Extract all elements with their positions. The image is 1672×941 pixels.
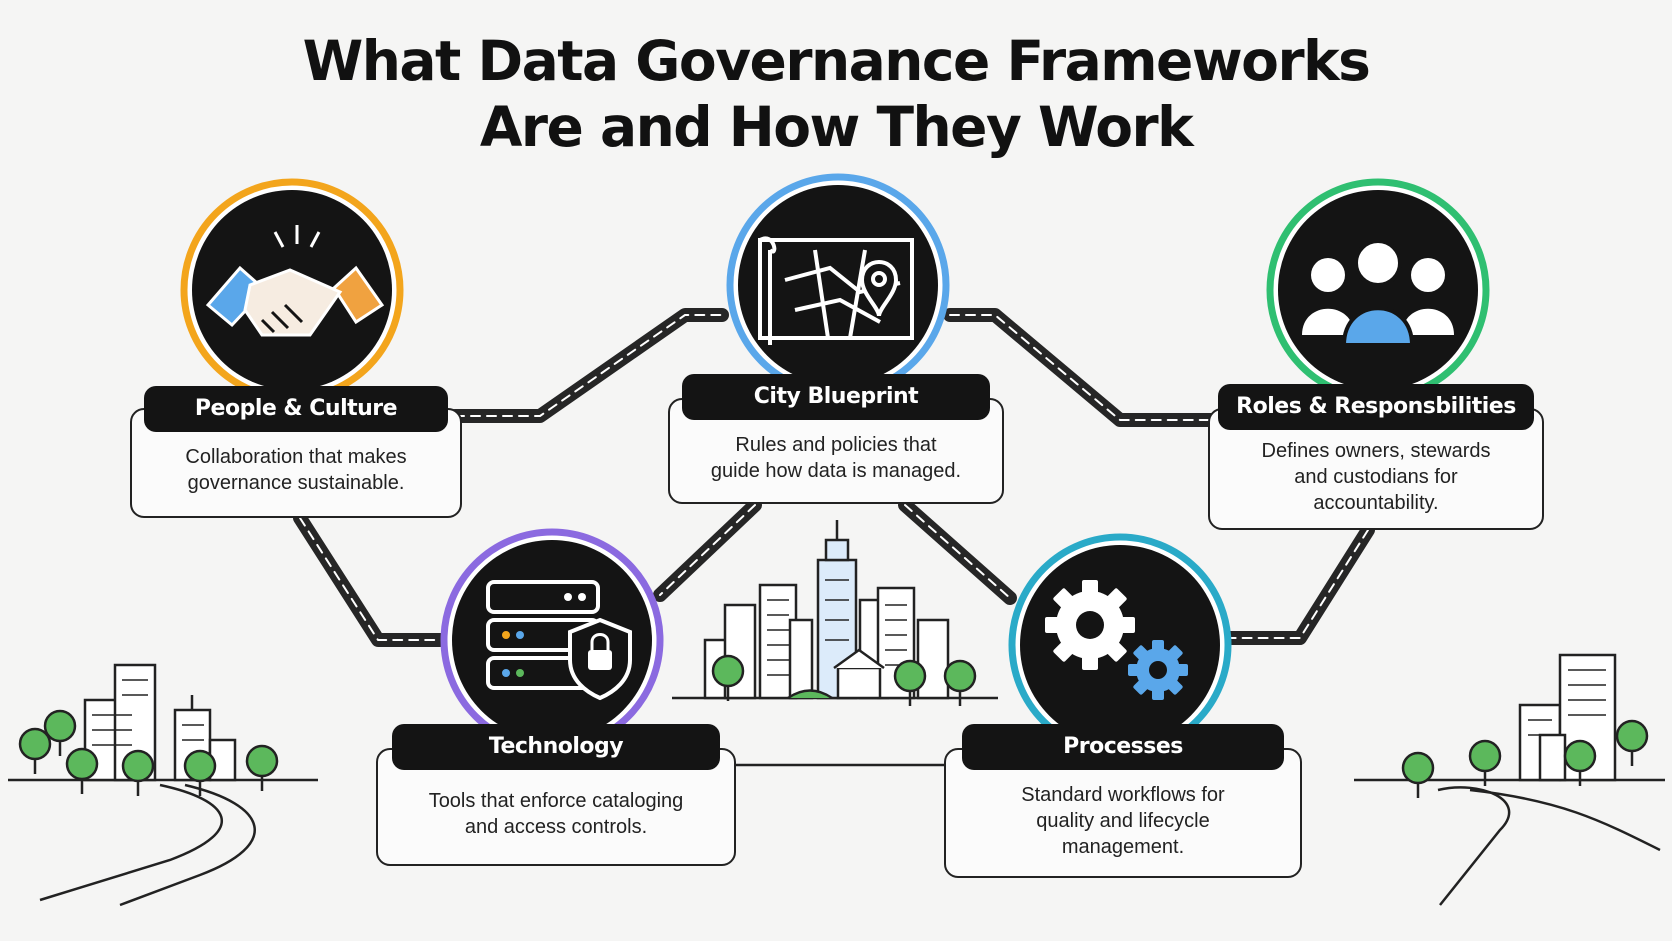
road-network xyxy=(293,308,1375,767)
technology-description: Tools that enforce cataloging and access… xyxy=(428,790,684,838)
map-pin-icon xyxy=(758,236,914,345)
handshake-icon xyxy=(205,225,385,337)
processes-label: Processes xyxy=(962,724,1284,770)
page-title-line-2: Are and How They Work xyxy=(479,95,1194,159)
people-culture-label: People & Culture xyxy=(144,386,448,432)
roles-description: Defines owners, stewards and custodians … xyxy=(1261,440,1491,514)
right-city xyxy=(1354,653,1665,906)
people-group-icon xyxy=(1302,239,1454,347)
page-title-line-1: What Data Governance Frameworks xyxy=(302,29,1371,93)
server-lock-icon xyxy=(486,580,632,701)
city-blueprint-label: City Blueprint xyxy=(682,374,990,420)
people-culture-description: Collaboration that makes governance sust… xyxy=(185,446,407,494)
city-blueprint-description: Rules and policies that guide how data i… xyxy=(710,434,962,482)
roles-label: Roles & Responsbilities xyxy=(1218,384,1534,430)
processes-description: Standard workflows for quality and lifec… xyxy=(1021,784,1225,858)
gears-icon xyxy=(1045,580,1188,700)
city-skyline xyxy=(672,520,998,708)
left-city xyxy=(8,663,318,907)
technology-label: Technology xyxy=(392,724,720,770)
